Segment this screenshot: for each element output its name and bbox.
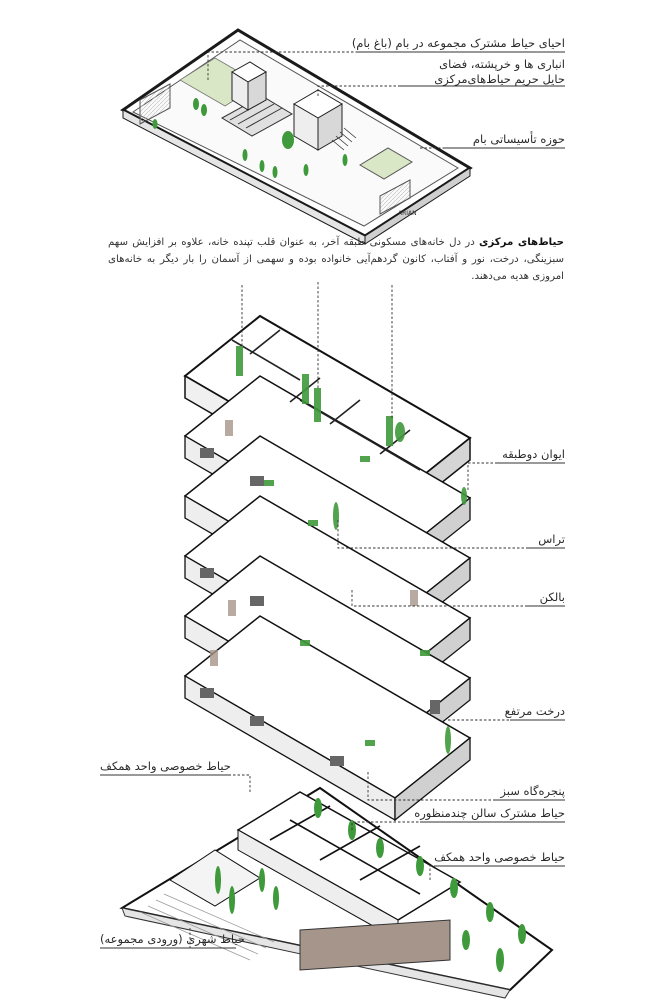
paragraph-title: حیاط‌های مرکزی — [479, 237, 564, 248]
label-storage-line2: حایل حریم حیاط‌های‌مرکزی — [434, 72, 565, 86]
label-storage-line1: انباری ها و خرپشته، فضای — [439, 57, 565, 71]
central-courtyard-paragraph: حیاط‌های مرکزی در دل خانه‌های مسکونی طبق… — [108, 234, 564, 285]
residential-tower — [183, 314, 472, 822]
label-double-iwan: ایوان دوطبقه — [502, 447, 565, 461]
ground-label-underlines — [100, 821, 565, 949]
label-green-window: پنجره‌گاه سبز — [500, 784, 565, 798]
building-sign: ARIAN — [398, 210, 417, 217]
paragraph-body: در دل خانه‌های مسکونی طبقه آخر، به عنوان… — [108, 237, 564, 282]
roof-label-underlines — [356, 51, 565, 149]
roof-plan: ARIAN — [120, 28, 473, 245]
label-tall-tree: درخت مرتفع — [504, 704, 565, 718]
label-terrace: تراس — [538, 532, 565, 546]
tower-label-underlines — [100, 462, 565, 801]
label-private-yard-ground-2: حیاط خصوصی واحد همکف — [434, 850, 565, 864]
label-roof-garden: احیای حیاط مشترک مجموعه در بام (باغ بام) — [351, 36, 565, 50]
label-private-yard-ground: حیاط خصوصی واحد همکف — [100, 759, 231, 773]
label-multi-view-hall-yard: حیاط مشترک سالن چندمنظوره — [414, 806, 565, 820]
label-urban-yard: حیاط شهری (ورودی مجموعه) — [100, 932, 245, 946]
label-roof-facilities: حوزه تأسیساتی بام — [472, 132, 565, 146]
tower-leaders — [100, 282, 565, 801]
label-balcony: بالکن — [539, 590, 565, 604]
ground-floor-plan — [119, 786, 554, 999]
